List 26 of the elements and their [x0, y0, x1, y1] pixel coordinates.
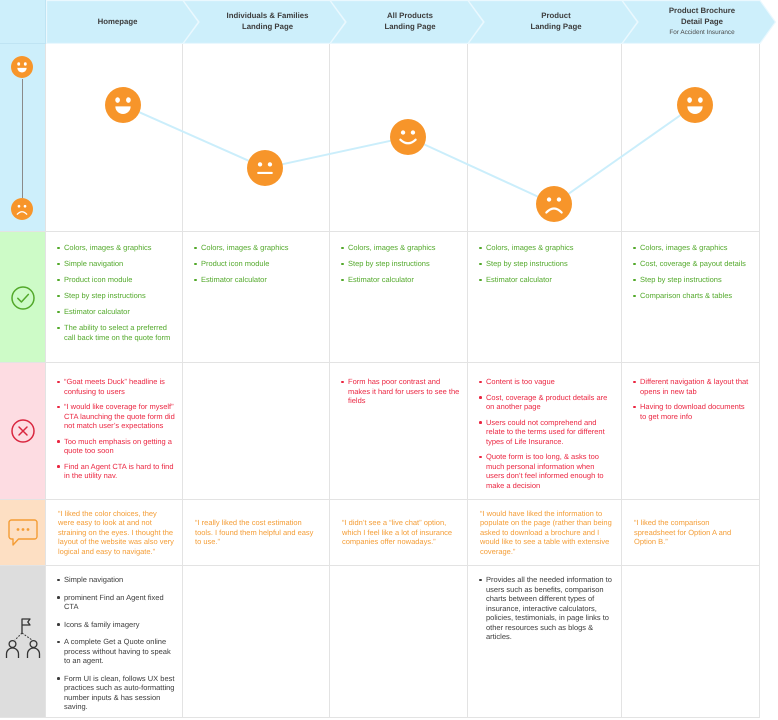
smiling-face-icon: [390, 119, 426, 155]
table-cell: [330, 232, 468, 363]
table-cell: [46, 566, 183, 718]
table-cell: [468, 363, 622, 500]
table-cell: [46, 500, 183, 566]
stage-header: [468, 0, 638, 44]
frowning-face-icon: [536, 186, 572, 222]
table-cell: [468, 232, 622, 363]
table-cell: [183, 500, 330, 566]
neutral-face-icon: [247, 150, 283, 186]
connector-line: [424, 144, 538, 198]
connector-line: [282, 140, 391, 166]
table-cell: [330, 363, 468, 500]
stage-header: [622, 0, 776, 44]
table-cell: [330, 500, 468, 566]
table-cell: [622, 500, 760, 566]
table-cell: [622, 232, 760, 363]
connector-line: [568, 114, 681, 195]
table-cell: [183, 232, 330, 363]
table-cell: [622, 363, 760, 500]
table-cell: [46, 232, 183, 363]
table-cell: [468, 566, 622, 718]
table-cell: [46, 363, 183, 500]
table-cell: [468, 500, 622, 566]
connector-line: [139, 111, 249, 162]
stage-header: [46, 0, 199, 44]
